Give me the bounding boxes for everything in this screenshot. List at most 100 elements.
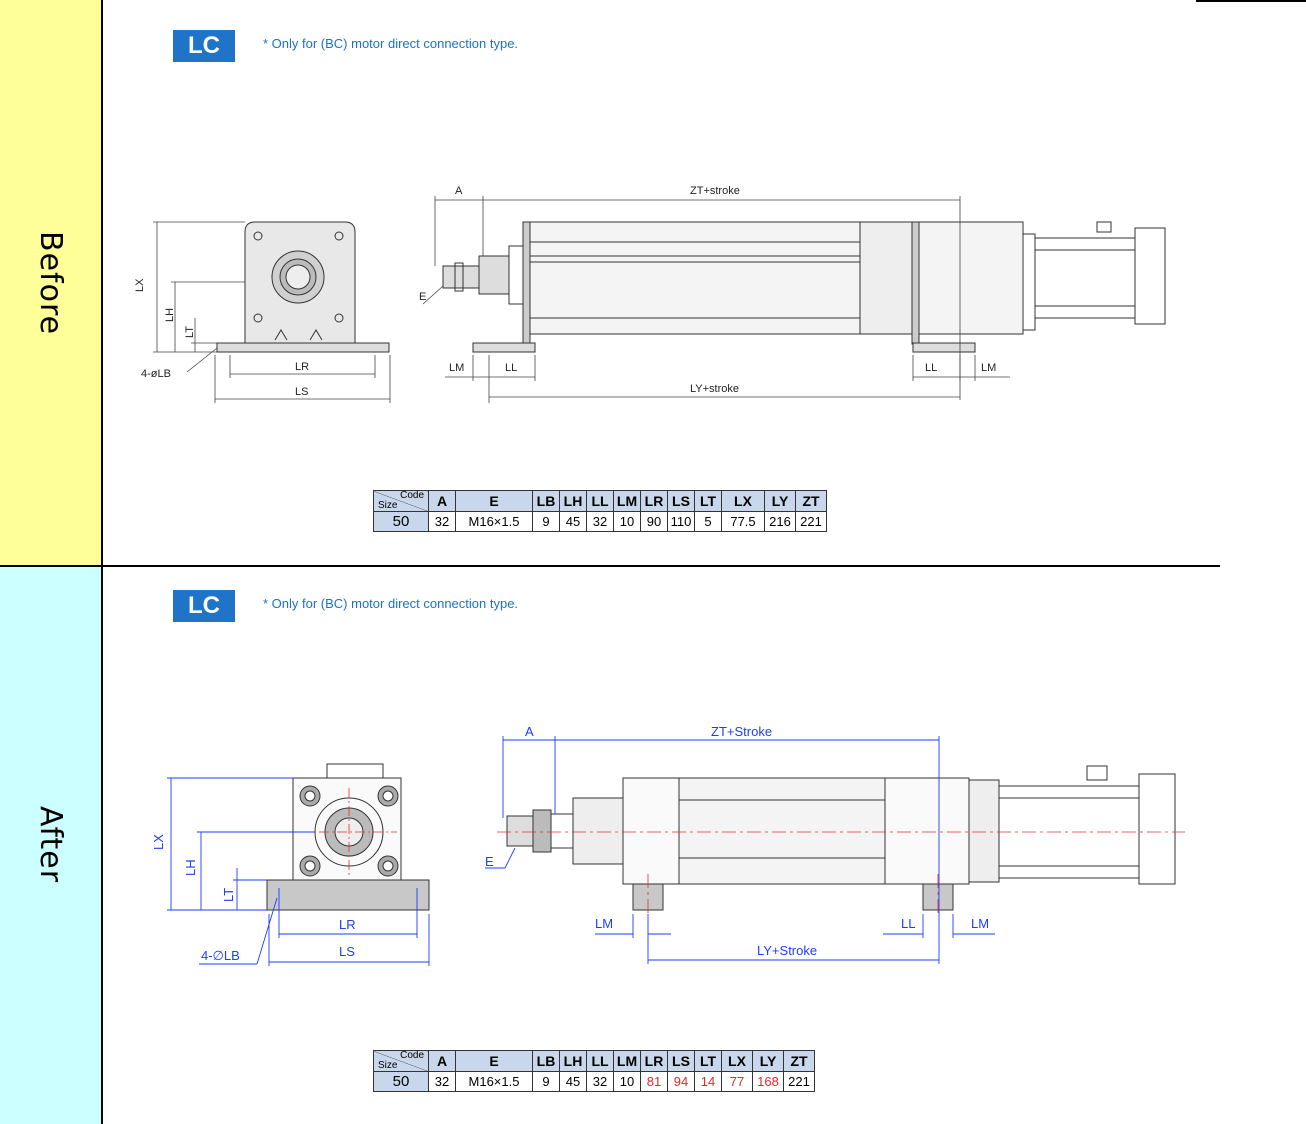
header-cell: LR xyxy=(640,490,668,512)
before-panel: LC * Only for (BC) motor direct connecti… xyxy=(105,0,1195,564)
dim-lb-label: 4-∅LB xyxy=(201,948,240,963)
value-cell: 10 xyxy=(613,511,641,532)
value-cell: 90 xyxy=(640,511,668,532)
header-cell: LS xyxy=(667,490,695,512)
row-divider xyxy=(0,565,1220,567)
table-row: 50 32 M16×1.5 9 45 32 10 81 94 14 77 168… xyxy=(373,1071,815,1092)
after-drawing: LX LH LT LR LS 4-∅LB A ZT+Stroke E LM LL… xyxy=(151,724,1185,966)
front-dimensions xyxy=(153,221,391,403)
header-cell: LR xyxy=(640,1050,668,1072)
header-cell: LL xyxy=(586,490,614,512)
value-cell: 32 xyxy=(586,1071,614,1092)
dim-a-label: A xyxy=(525,724,534,739)
dim-lr-label: LR xyxy=(295,361,309,373)
dim-a-label: A xyxy=(455,185,463,197)
dim-lm-left-label: LM xyxy=(595,916,613,931)
dim-lt-label: LT xyxy=(184,326,196,338)
header-cell: LB xyxy=(532,1050,560,1072)
value-cell: 32 xyxy=(428,511,456,532)
value-cell: M16×1.5 xyxy=(455,1071,533,1092)
note-text: * Only for (BC) motor direct connection … xyxy=(263,36,519,51)
lc-badge: LC xyxy=(173,30,235,62)
corner-code: Code xyxy=(400,490,424,501)
after-side-label-cell: After xyxy=(0,566,103,1124)
header-cell: ZT xyxy=(795,490,827,512)
after-side-label: After xyxy=(33,806,68,884)
header-cell: LM xyxy=(613,1050,641,1072)
side-dimensions xyxy=(485,736,995,964)
side-view xyxy=(506,765,1176,911)
header-cell: E xyxy=(455,490,533,512)
dim-lt-label: LT xyxy=(221,888,236,902)
header-cell: LT xyxy=(694,490,722,512)
after-spec-table: Code Size A E LB LH LL LM LR LS LT LX LY… xyxy=(373,1050,815,1092)
value-cell: 45 xyxy=(559,511,587,532)
header-cell: A xyxy=(428,1050,456,1072)
front-view xyxy=(266,763,430,911)
value-cell: 32 xyxy=(428,1071,456,1092)
dim-zt-label: ZT+Stroke xyxy=(711,724,772,739)
table-header-row: Code Size A E LB LH LL LM LR LS LT LX LY… xyxy=(373,1050,815,1072)
header-cell: LL xyxy=(586,1050,614,1072)
table-row: 50 32 M16×1.5 9 45 32 10 90 110 5 77.5 2… xyxy=(373,511,827,532)
size-cell: 50 xyxy=(373,511,429,532)
value-cell: 221 xyxy=(795,511,827,532)
dim-lm-left-label: LM xyxy=(449,362,464,374)
dim-lx-label: LX xyxy=(134,278,146,292)
dim-ly-label: LY+Stroke xyxy=(757,943,817,958)
corner-size: Size xyxy=(378,500,398,511)
value-cell: 9 xyxy=(532,511,560,532)
before-spec-table: Code Size A E LB LH LL LM LR LS LT LX LY… xyxy=(373,490,827,532)
value-cell: 110 xyxy=(667,511,695,532)
dim-lx-label: LX xyxy=(151,834,166,850)
code-size-corner: Code Size xyxy=(373,1050,429,1072)
after-panel: LC * Only for (BC) motor direct connecti… xyxy=(105,568,1195,1124)
value-cell: 45 xyxy=(559,1071,587,1092)
dim-lr-label: LR xyxy=(339,917,356,932)
header-cell: LY xyxy=(764,490,796,512)
header-cell: LH xyxy=(559,490,587,512)
dim-zt-label: ZT+stroke xyxy=(690,185,740,197)
value-cell: 10 xyxy=(613,1071,641,1092)
changed-value-cell: 168 xyxy=(752,1071,784,1092)
header-cell: LT xyxy=(694,1050,722,1072)
header-cell: LX xyxy=(721,1050,753,1072)
size-cell: 50 xyxy=(373,1071,429,1092)
header-cell: LH xyxy=(559,1050,587,1072)
header-cell: LY xyxy=(752,1050,784,1072)
value-cell: 5 xyxy=(694,511,722,532)
header-cell: ZT xyxy=(783,1050,815,1072)
dim-ll-right-label: LL xyxy=(901,916,915,931)
dim-ls-label: LS xyxy=(295,386,308,398)
header-cell: LS xyxy=(667,1050,695,1072)
lc-badge: LC xyxy=(173,590,235,622)
side-view xyxy=(442,221,1166,353)
dim-e-label: E xyxy=(485,854,494,869)
front-centerlines xyxy=(301,788,397,878)
table-header-row: Code Size A E LB LH LL LM LR LS LT LX LY… xyxy=(373,490,827,512)
front-view xyxy=(216,221,390,353)
header-cell: E xyxy=(455,1050,533,1072)
header-cell: LX xyxy=(721,490,765,512)
corner-code: Code xyxy=(400,1050,424,1061)
changed-value-cell: 81 xyxy=(640,1071,668,1092)
value-cell: 9 xyxy=(532,1071,560,1092)
dim-ly-label: LY+stroke xyxy=(690,383,739,395)
value-cell: 221 xyxy=(783,1071,815,1092)
dim-lm-right-label: LM xyxy=(971,916,989,931)
dim-ls-label: LS xyxy=(339,944,355,959)
dim-lm-right-label: LM xyxy=(981,362,996,374)
header-cell: LB xyxy=(532,490,560,512)
value-cell: M16×1.5 xyxy=(455,511,533,532)
code-size-corner: Code Size xyxy=(373,490,429,512)
before-drawing: LX LH LT LR LS 4-øLB A ZT+stroke E LM LL… xyxy=(134,185,1166,403)
dim-e-label: E xyxy=(419,291,426,303)
dim-lb-label: 4-øLB xyxy=(141,368,171,380)
changed-value-cell: 94 xyxy=(667,1071,695,1092)
header-cell: LM xyxy=(613,490,641,512)
side-dimensions xyxy=(422,196,1010,403)
front-dimensions xyxy=(167,777,430,966)
value-cell: 216 xyxy=(764,511,796,532)
top-right-rule xyxy=(1196,0,1306,2)
